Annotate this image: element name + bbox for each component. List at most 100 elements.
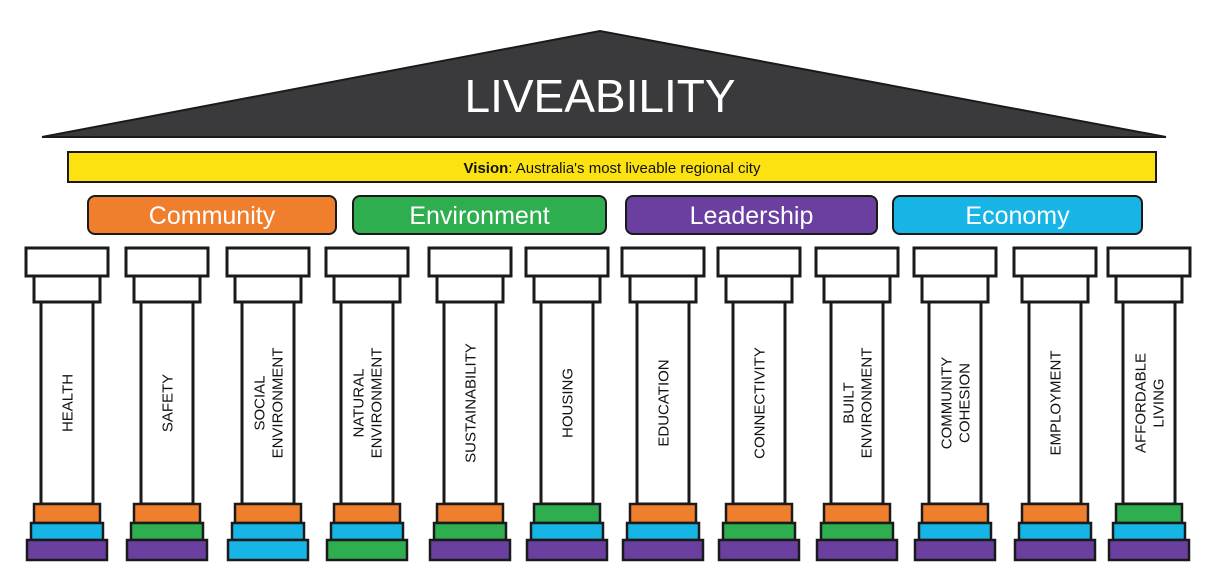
pillar-label-line: COHESION (956, 363, 973, 443)
pillar-label: COMMUNITYCOHESION (938, 357, 973, 450)
pillar-capital-top (524, 246, 610, 278)
pillar-capital-neck (920, 274, 990, 304)
pillar-base-band-blue (625, 521, 701, 542)
pillar-label: AFFORDABLELIVING (1132, 353, 1167, 453)
pillar-health: HEALTH (24, 246, 110, 562)
pillar-capital-neck (532, 274, 602, 304)
pillar-label-line: HOUSING (559, 368, 576, 438)
pillar-housing: HOUSING (524, 246, 610, 562)
theme-label: Environment (409, 202, 549, 230)
pillar-base-band-orange (822, 502, 892, 525)
pillar-capital-neck (332, 274, 402, 304)
pillar-base-band-green (325, 538, 409, 562)
pillar-social-environment: SOCIALENVIRONMENT (225, 246, 311, 562)
pillar-capital-top (427, 246, 513, 278)
vision-prefix: Vision (464, 160, 509, 177)
pillar-community-cohesion: COMMUNITYCOHESION (912, 246, 998, 562)
pillar-label-line: SAFETY (159, 374, 176, 432)
pillar-capital-neck (233, 274, 303, 304)
pillar-capital-neck (132, 274, 202, 304)
pillar-shaft (139, 300, 195, 506)
pillar-label-line: HEALTH (59, 374, 76, 432)
pillar-capital-top (912, 246, 998, 278)
pillar-capital-neck (628, 274, 698, 304)
theme-box (892, 195, 1143, 235)
pillar-label-line: AFFORDABLE (1132, 353, 1149, 453)
pillar-shaft (39, 300, 95, 506)
pillar-base-band-orange (1020, 502, 1090, 525)
pillar-capital-neck (32, 274, 102, 304)
pillar-capital-neck (435, 274, 505, 304)
pillar-label-line: NATURAL (350, 369, 367, 438)
pillar-base-band-green (129, 521, 205, 542)
pillar-label: SAFETY (159, 374, 176, 432)
theme-group: Community Environment Leadership Economy (87, 195, 1143, 235)
theme-community: Community (87, 195, 337, 235)
pillar-base-band-purple (525, 538, 609, 562)
pillar-label: HEALTH (59, 374, 76, 432)
pillar-label-line: LIVING (1150, 378, 1167, 427)
pillar-capital-neck (822, 274, 892, 304)
pillar-capital-top (1106, 246, 1192, 278)
pillar-label-line: SOCIAL (251, 375, 268, 430)
pillar-capital-neck (724, 274, 794, 304)
pillar-built-environment: BUILTENVIRONMENT (814, 246, 900, 562)
pillar-label-line: ENVIRONMENT (269, 348, 286, 459)
vision-text: : Australia's most liveable regional cit… (508, 160, 761, 177)
pillar-shaft (927, 300, 983, 506)
theme-economy: Economy (892, 195, 1143, 235)
pillar-capital-top (225, 246, 311, 278)
pillar-base-band-purple (913, 538, 997, 562)
pillar-base-band-purple (815, 538, 899, 562)
pillar-base-band-blue (226, 538, 310, 562)
pillar-base-band-orange (724, 502, 794, 525)
pillar-label: HOUSING (559, 368, 576, 438)
pillar-base-band-purple (717, 538, 801, 562)
pillar-label-line: ENVIRONMENT (858, 348, 875, 459)
theme-box (87, 195, 337, 235)
pillar-base-band-green (721, 521, 797, 542)
pillar-affordable-living: AFFORDABLELIVING (1106, 246, 1192, 562)
pillar-capital-top (324, 246, 410, 278)
pillar-label: SOCIALENVIRONMENT (251, 348, 286, 459)
pillar-base-band-blue (29, 521, 105, 542)
pillar-base-band-orange (920, 502, 990, 525)
pillar-base-band-green (432, 521, 508, 542)
pillar-base-band-green (532, 502, 602, 525)
pillar-base-band-purple (1107, 538, 1191, 562)
theme-label: Community (149, 202, 276, 230)
pillar-base-band-orange (628, 502, 698, 525)
pillar-shaft (635, 300, 691, 506)
pillar-base-band-green (1114, 502, 1184, 525)
pillar-capital-neck (1020, 274, 1090, 304)
theme-box (625, 195, 878, 235)
roof-title: LIVEABILITY (464, 70, 735, 122)
pillar-base-band-blue (917, 521, 993, 542)
pillar-label-line: COMMUNITY (938, 357, 955, 450)
pillar-base-band-blue (1111, 521, 1187, 542)
pillar-shaft (539, 300, 595, 506)
vision-statement: Vision: Australia's most liveable region… (464, 160, 761, 177)
pillar-capital-neck (1114, 274, 1184, 304)
pillar-base-band-orange (435, 502, 505, 525)
pillar-label-line: SUSTAINABILITY (462, 343, 479, 463)
pillar-shaft (1027, 300, 1083, 506)
pillar-label-line: EDUCATION (655, 359, 672, 446)
pillar-capital-top (24, 246, 110, 278)
pillar-base-band-orange (233, 502, 303, 525)
pillar-capital-top (716, 246, 802, 278)
pillar-base-band-purple (1013, 538, 1097, 562)
pillar-base-band-purple (25, 538, 109, 562)
pillar-sustainability: SUSTAINABILITY (427, 246, 513, 562)
pillar-base-band-purple (621, 538, 705, 562)
pillar-capital-top (1012, 246, 1098, 278)
pillar-base-band-orange (132, 502, 202, 525)
pillar-shaft (240, 300, 296, 506)
pillar-label: EDUCATION (655, 359, 672, 446)
theme-leadership: Leadership (625, 195, 878, 235)
pillar-label-line: ENVIRONMENT (368, 348, 385, 459)
vision-bar (67, 151, 1157, 183)
pillar-natural-environment: NATURALENVIRONMENT (324, 246, 410, 562)
